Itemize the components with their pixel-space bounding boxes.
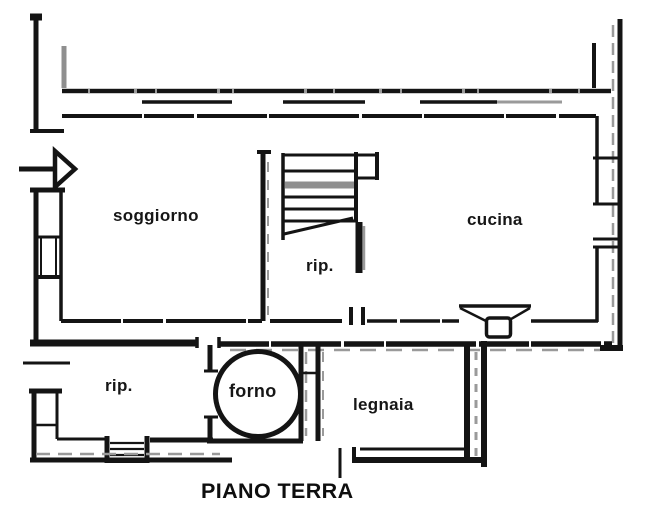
- entrance-arrow-icon: [19, 145, 79, 193]
- plan-title: PIANO TERRA: [201, 479, 354, 503]
- room-label-legnaia: legnaia: [353, 395, 414, 414]
- annex-legnaia-room: [315, 341, 487, 478]
- wall-divider-stairs: [257, 150, 271, 321]
- window-left: [36, 235, 61, 279]
- fireplace-group: [459, 304, 531, 339]
- room-label-rip-under-stairs: rip.: [306, 256, 334, 275]
- walls-group: [19, 13, 623, 478]
- room-label-forno: forno: [229, 381, 277, 401]
- room-label-rip-annex: rip.: [105, 376, 133, 395]
- window-right: [593, 156, 621, 249]
- staircase-group: [281, 152, 379, 273]
- wall-top-left-stub: [30, 13, 67, 133]
- wall-bottom-main: [30, 307, 612, 352]
- annex-rip-room: [23, 361, 232, 463]
- wall-top: [62, 88, 611, 118]
- room-label-soggiorno: soggiorno: [113, 206, 199, 225]
- annex-forno-room: [204, 345, 318, 444]
- wall-right: [592, 19, 623, 351]
- forno-circle: [213, 349, 303, 439]
- wall-left: [30, 187, 65, 346]
- room-label-cucina: cucina: [467, 210, 523, 229]
